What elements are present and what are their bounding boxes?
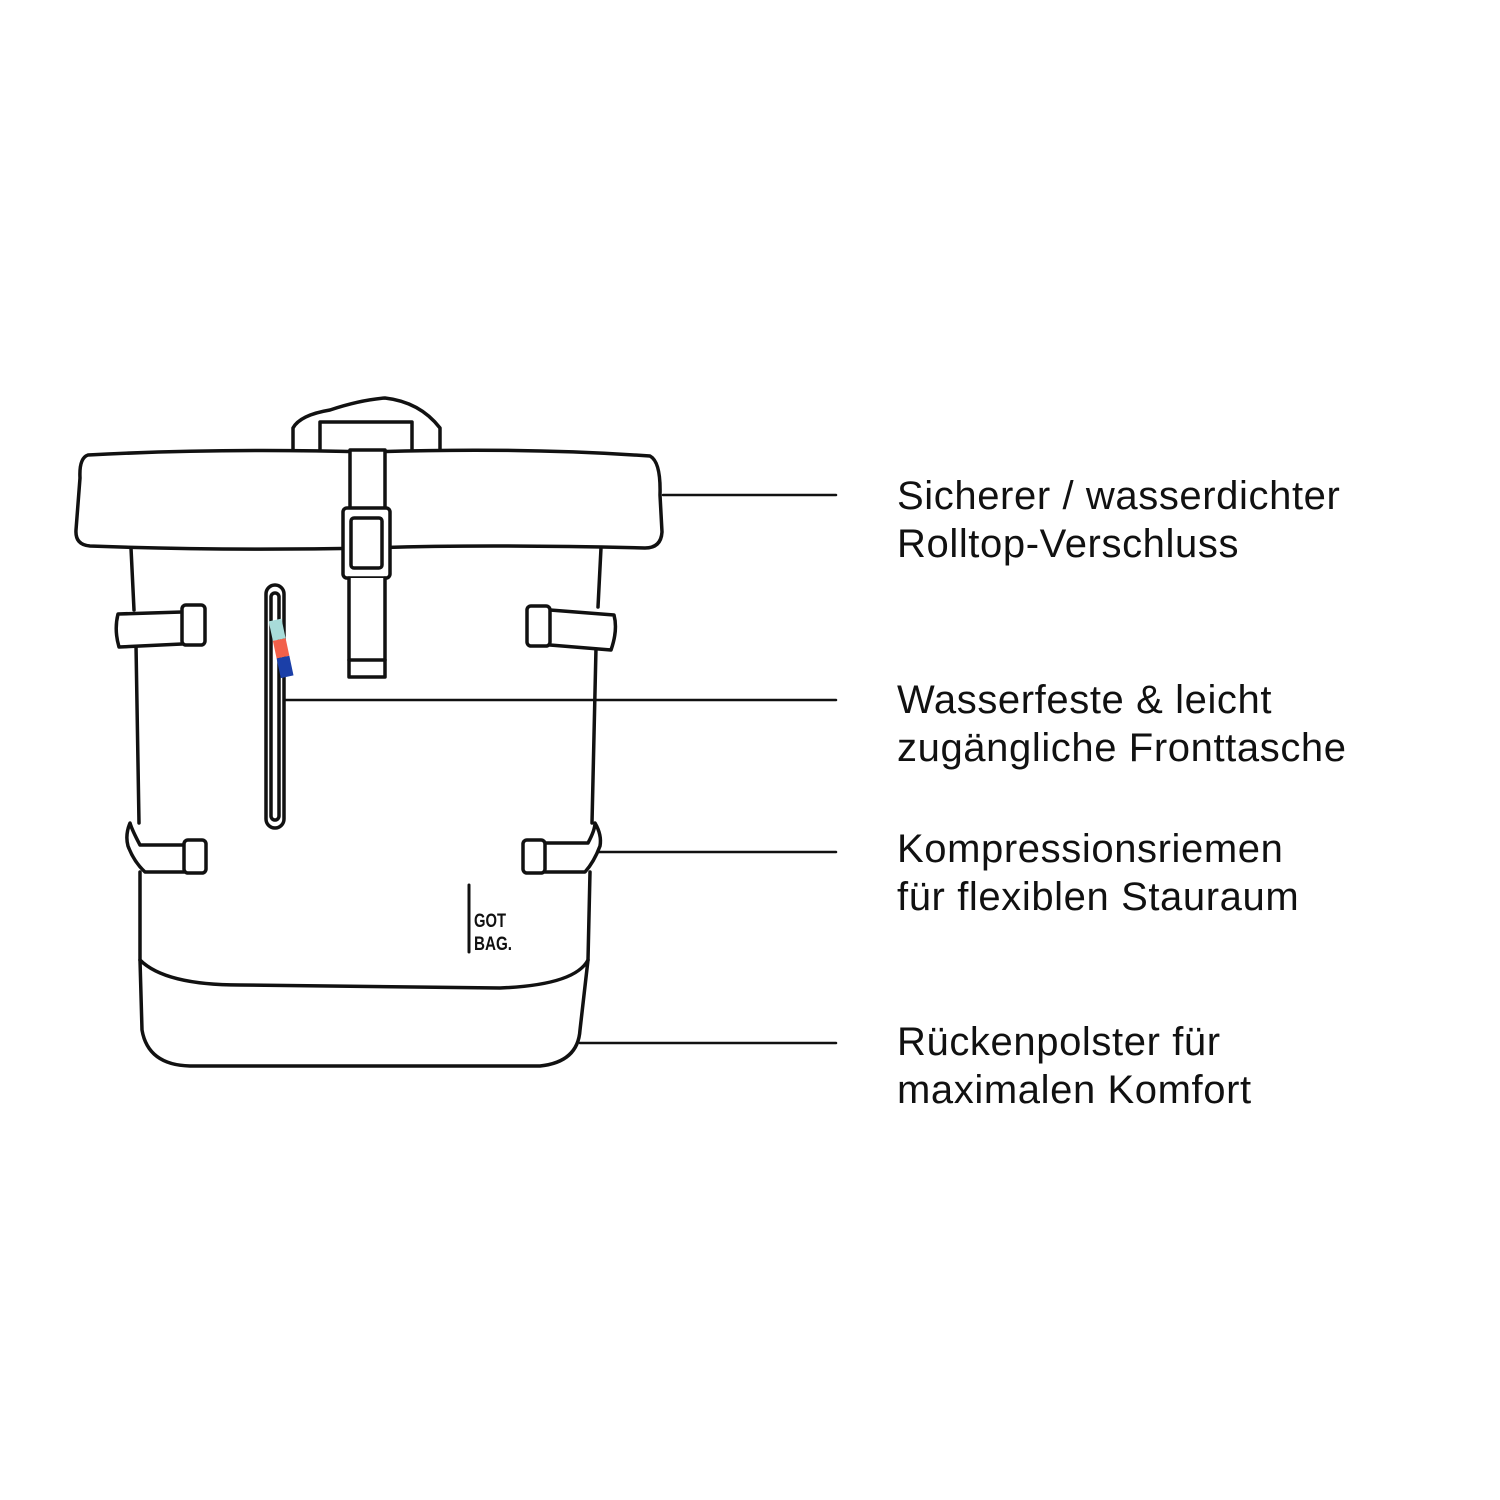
feature-line: Sicherer / wasserdichter — [897, 474, 1341, 518]
feature-label-compression: Kompressionsriemen für flexiblen Staurau… — [897, 825, 1299, 921]
feature-line: für flexiblen Stauraum — [897, 875, 1300, 919]
backpack-body — [129, 546, 603, 1068]
feature-line: Rolltop-Verschluss — [897, 522, 1240, 566]
feature-label-padding: Rückenpolster für maximalen Komfort — [897, 1018, 1252, 1114]
back-padding-seam — [138, 958, 590, 990]
zipper-pull-icon — [268, 618, 294, 679]
compression-strap-right-top — [548, 608, 618, 652]
feature-label-rolltop: Sicherer / wasserdichter Rolltop-Verschl… — [897, 472, 1340, 568]
compression-strap-left-bottom — [125, 821, 186, 874]
front-pocket-zipper — [264, 583, 286, 830]
feature-line: Kompressionsriemen — [897, 827, 1284, 871]
feature-line: zugängliche Fronttasche — [897, 726, 1347, 770]
compression-strap-right-bottom — [543, 821, 603, 874]
feature-line: Wasserfeste & leicht — [897, 678, 1273, 722]
got-bag-logo: GOT BAG. — [474, 911, 512, 955]
center-strap-top — [348, 448, 387, 512]
svg-text:GOT: GOT — [474, 911, 506, 932]
top-handle — [291, 396, 442, 454]
svg-text:BAG.: BAG. — [474, 934, 512, 955]
feature-line: Rückenpolster für — [897, 1020, 1221, 1064]
feature-label-front-pocket: Wasserfeste & leicht zugängliche Frontta… — [897, 676, 1347, 772]
center-strap-bottom — [347, 576, 387, 679]
compression-strap-left-top — [114, 610, 184, 649]
feature-line: maximalen Komfort — [897, 1068, 1252, 1112]
